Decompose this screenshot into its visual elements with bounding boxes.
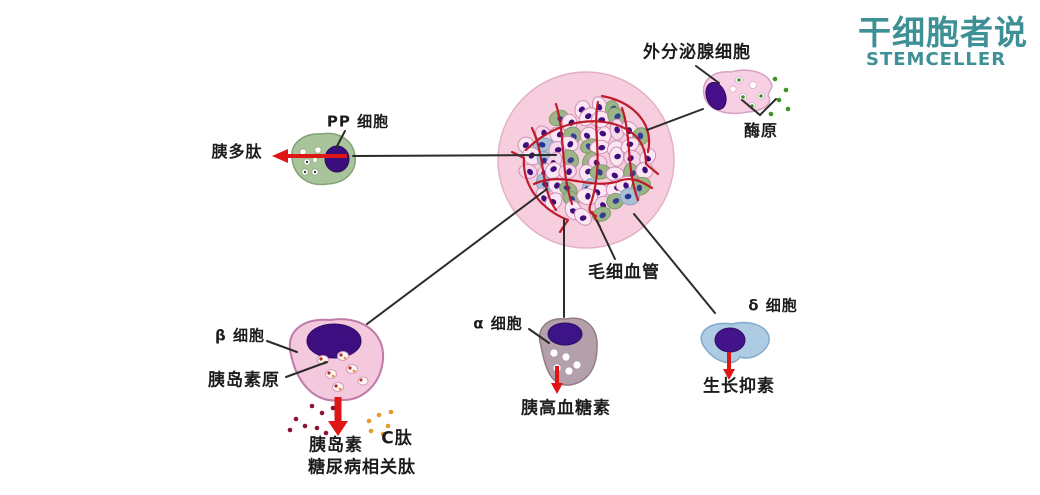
label-delta-cell: δ 细胞 <box>748 296 798 315</box>
beta-cell <box>288 318 385 402</box>
zymogen-granules-outside <box>768 76 791 117</box>
leader-exocrine-label <box>695 65 720 84</box>
beta-cell-nucleus <box>306 323 362 359</box>
delta-cell <box>700 321 770 364</box>
label-exocrine-cell: 外分泌腺细胞 <box>643 42 751 63</box>
watermark-subtitle: STEMCELLER <box>866 49 1007 70</box>
exocrine-cell-nucleus <box>705 81 727 111</box>
label-diabetes-related-peptide: 糖尿病相关肽 <box>308 457 416 478</box>
pp-cell <box>291 132 356 186</box>
insulin-dots <box>287 403 336 436</box>
label-pp-cell: PP 细胞 <box>326 112 390 131</box>
leader-alpha-label <box>528 328 550 344</box>
leader-islet-to-exocrine <box>646 108 704 131</box>
label-capillary: 毛细血管 <box>588 262 660 283</box>
delta-cell-nucleus <box>714 327 746 353</box>
arrow-glucagon <box>551 366 563 394</box>
exocrine-cell <box>702 69 773 115</box>
arrow-somatostatin <box>723 352 735 380</box>
label-somatostatin: 生长抑素 <box>703 376 775 397</box>
leader-islet-to-delta <box>633 213 716 314</box>
label-zymogen: 酶原 <box>743 121 779 140</box>
leader-lines <box>266 65 777 378</box>
stemceller-watermark: 干细胞者说 STEMCELLER <box>858 16 1038 69</box>
leader-beta-label <box>266 340 298 353</box>
label-c-peptide: C肽 <box>381 428 413 449</box>
c-peptide-dots <box>366 409 394 437</box>
label-pancreatic-polypeptide: 胰多肽 <box>211 142 263 161</box>
arrow-insulin <box>328 397 348 436</box>
leader-islet-to-beta <box>366 188 548 325</box>
leader-zymogen <box>741 98 777 117</box>
pp-vesicle-dots <box>303 160 317 174</box>
leader-capillary-label <box>596 220 616 260</box>
label-insulin: 胰岛素 <box>309 435 363 456</box>
capillary-spur <box>644 162 660 176</box>
label-beta-cell: β 细胞 <box>215 326 265 345</box>
label-alpha-cell: α 细胞 <box>473 314 523 333</box>
label-glucagon: 胰高血糖素 <box>521 398 611 419</box>
label-proinsulin: 胰岛素原 <box>208 370 280 391</box>
leader-proinsulin-label <box>285 361 328 378</box>
capillary-network <box>510 94 660 234</box>
arrow-pancreatic-polypeptide <box>272 149 347 163</box>
alpha-cell <box>538 317 598 386</box>
leader-pp-to-islet <box>352 154 557 157</box>
leader-pp-label <box>335 130 346 149</box>
pp-cell-nucleus <box>324 145 350 173</box>
secretion-arrows <box>272 149 735 436</box>
watermark-title: 干细胞者说 <box>858 13 1028 52</box>
alpha-cell-nucleus <box>547 322 583 346</box>
